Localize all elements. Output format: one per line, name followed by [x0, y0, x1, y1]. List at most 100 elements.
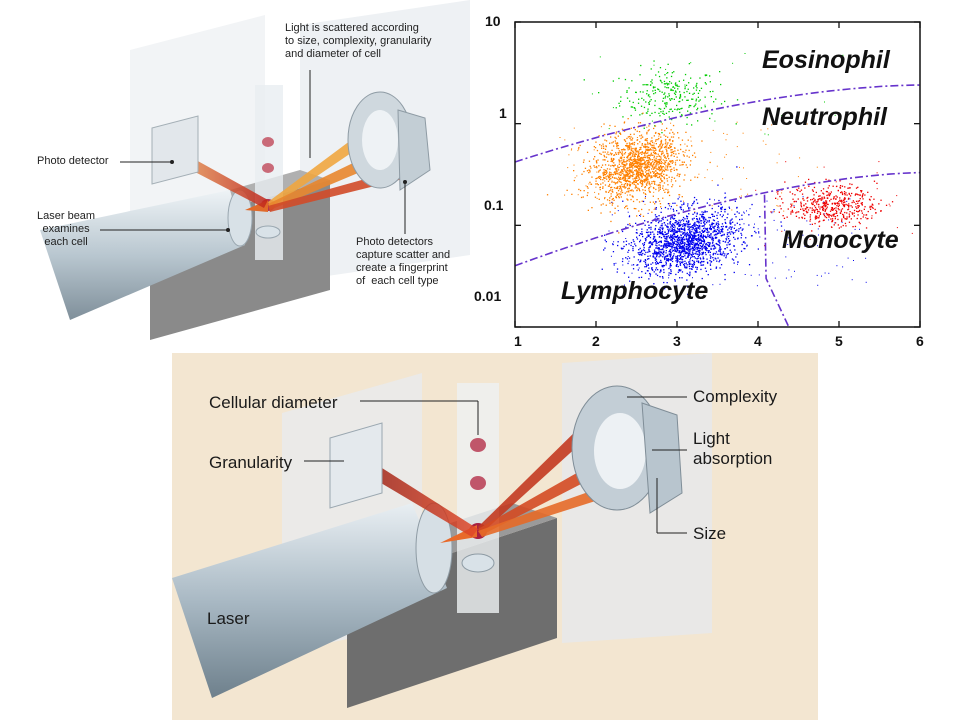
- data-point: [652, 149, 654, 151]
- data-point: [612, 141, 614, 143]
- data-point: [842, 266, 844, 268]
- data-point: [675, 84, 677, 87]
- data-point: [688, 263, 690, 265]
- data-point: [633, 164, 635, 167]
- data-point: [705, 237, 708, 239]
- data-point: [828, 185, 830, 187]
- data-point: [839, 212, 841, 214]
- data-point: [647, 142, 649, 144]
- data-point: [676, 104, 678, 107]
- data-point: [677, 241, 679, 243]
- data-point: [713, 215, 715, 217]
- data-point: [680, 246, 682, 248]
- data-point: [717, 205, 720, 207]
- data-point: [711, 205, 713, 207]
- data-point: [827, 194, 829, 196]
- data-point: [782, 215, 784, 217]
- data-point: [690, 256, 692, 258]
- data-point: [658, 184, 660, 186]
- data-point: [597, 177, 599, 179]
- data-point: [664, 161, 667, 164]
- data-point: [815, 215, 817, 217]
- data-point: [606, 175, 609, 177]
- data-point: [645, 166, 647, 169]
- data-point: [650, 222, 653, 224]
- data-point: [784, 229, 785, 231]
- data-point: [662, 97, 665, 99]
- data-point: [803, 209, 805, 212]
- data-point: [619, 151, 622, 153]
- data-point: [654, 218, 656, 220]
- data-point: [729, 220, 731, 222]
- data-point: [618, 150, 620, 152]
- data-point: [704, 227, 706, 229]
- data-point: [660, 240, 662, 242]
- data-point: [587, 209, 589, 211]
- data-point: [655, 153, 657, 155]
- data-point: [656, 184, 658, 186]
- data-point: [696, 258, 698, 260]
- data-point: [667, 189, 669, 191]
- data-point: [644, 197, 646, 199]
- data-point: [684, 247, 686, 249]
- data-point: [691, 227, 694, 229]
- data-point: [851, 206, 853, 208]
- data-point: [676, 261, 678, 263]
- data-point: [632, 151, 635, 153]
- data-point: [661, 166, 663, 168]
- data-point: [656, 172, 659, 174]
- data-point: [662, 266, 664, 268]
- data-point: [685, 149, 687, 151]
- data-point: [695, 84, 698, 86]
- data-point: [663, 243, 665, 245]
- data-point: [685, 131, 687, 133]
- data-point: [639, 239, 642, 241]
- data-point: [737, 261, 739, 263]
- data-point: [720, 235, 723, 237]
- data-point: [632, 163, 634, 165]
- data-point: [636, 130, 638, 132]
- data-point: [597, 171, 600, 173]
- data-point: [616, 182, 619, 184]
- data-point: [599, 144, 601, 146]
- data-point: [672, 256, 674, 258]
- data-point: [669, 169, 672, 171]
- data-point: [694, 236, 696, 238]
- data-point: [712, 226, 714, 228]
- data-point: [702, 234, 704, 236]
- data-point: [693, 105, 695, 108]
- data-point: [711, 223, 713, 225]
- data-point: [836, 203, 839, 205]
- data-point: [735, 216, 737, 218]
- data-point: [606, 171, 608, 173]
- data-point: [681, 231, 683, 233]
- data-point: [715, 267, 717, 269]
- data-point: [664, 169, 667, 171]
- data-point: [833, 224, 835, 226]
- data-point: [637, 157, 639, 159]
- data-point: [661, 276, 664, 278]
- data-point: [701, 216, 703, 218]
- data-point: [654, 174, 656, 176]
- data-point: [639, 152, 641, 154]
- data-point: [633, 162, 635, 165]
- data-point: [679, 194, 681, 196]
- data-point: [638, 162, 640, 164]
- data-point: [735, 230, 737, 232]
- data-point: [663, 178, 666, 180]
- data-point: [873, 198, 875, 200]
- data-point: [608, 153, 610, 156]
- data-point: [878, 161, 880, 163]
- data-point: [638, 150, 640, 152]
- data-point: [728, 206, 730, 208]
- data-point: [798, 211, 800, 213]
- laser-body: [172, 503, 447, 698]
- data-point: [623, 161, 625, 163]
- data-point: [842, 54, 844, 56]
- x-tick-3: 3: [673, 333, 681, 349]
- data-point: [641, 231, 643, 233]
- cellular-diameter-label: Cellular diameter: [209, 393, 338, 412]
- data-point: [672, 223, 674, 225]
- data-point: [643, 179, 646, 182]
- data-point: [654, 227, 656, 230]
